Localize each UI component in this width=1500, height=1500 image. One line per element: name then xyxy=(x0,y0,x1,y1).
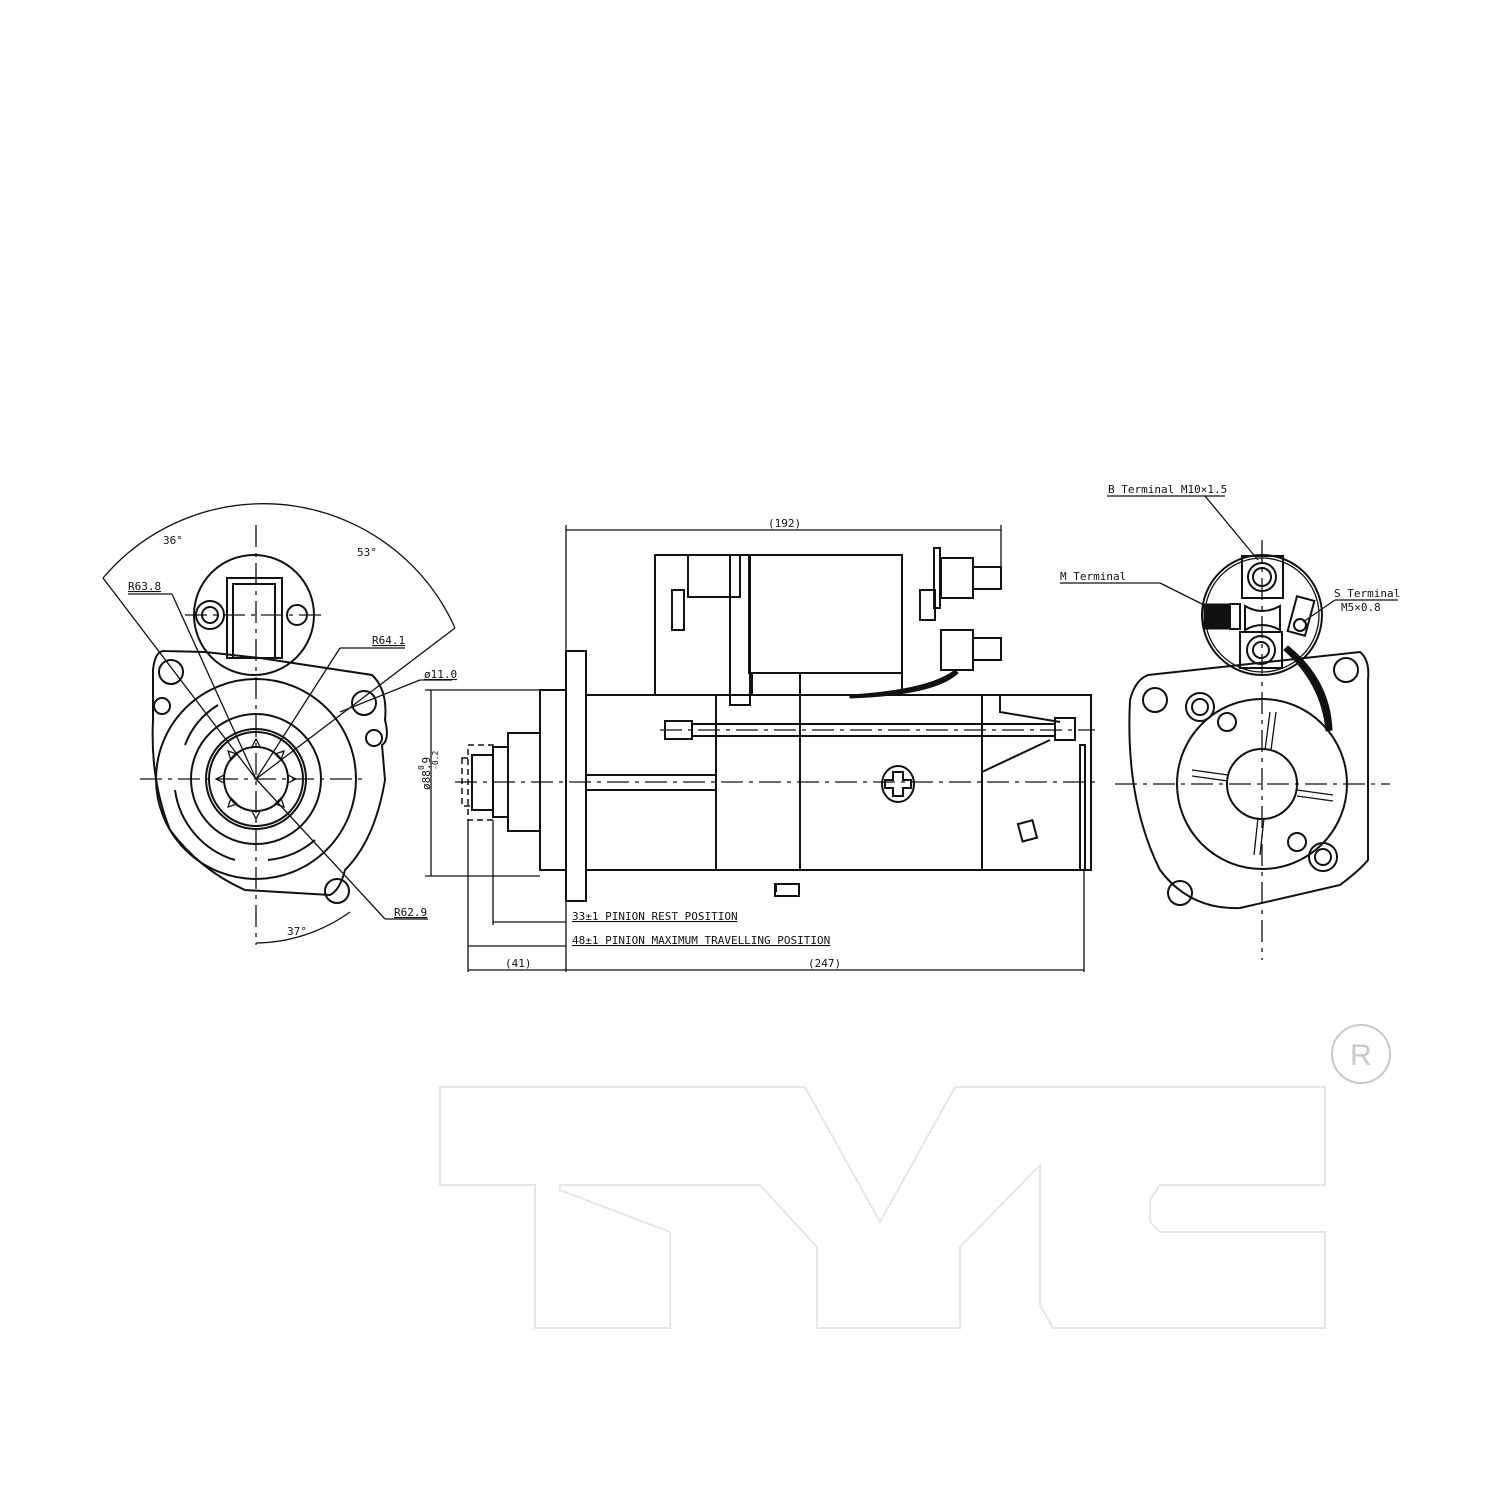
dim-41: (41) xyxy=(505,957,532,970)
pilot-tolerance-lower: -0.2 xyxy=(431,751,440,770)
m-terminal-label: M Terminal xyxy=(1060,570,1126,583)
angle-53: 53° xyxy=(357,546,377,559)
s-terminal-thread: M5×0.8 xyxy=(1341,601,1381,614)
pilot-diameter: ø88.9 xyxy=(420,757,433,790)
pilot-tolerance-upper: 0 xyxy=(417,765,426,770)
pinion-rest-position: 33±1 PINION REST POSITION xyxy=(572,910,738,923)
dim-192: (192) xyxy=(768,517,801,530)
svg-text:R: R xyxy=(1350,1039,1372,1072)
angle-37: 37° xyxy=(287,925,307,938)
s-terminal-label: S Terminal xyxy=(1334,587,1400,600)
front-view: 36° 53° R63.8 xyxy=(102,503,457,945)
registered-mark xyxy=(1331,1024,1391,1084)
hole-diameter-11: ø11.0 xyxy=(424,668,457,681)
angle-36: 36° xyxy=(163,534,183,547)
radius-r63-8: R63.8 xyxy=(128,580,161,593)
dim-247: (247) xyxy=(808,957,841,970)
pinion-max-position: 48±1 PINION MAXIMUM TRAVELLING POSITION xyxy=(572,934,830,947)
radius-r62-9: R62.9 xyxy=(394,906,427,919)
rear-view: B Terminal M10×1.5 M Terminal S Terminal… xyxy=(1060,483,1400,960)
side-view: (192) xyxy=(417,517,1095,972)
b-terminal-label: B Terminal M10×1.5 xyxy=(1108,483,1227,496)
radius-r64-1: R64.1 xyxy=(372,634,405,647)
tyc-logo: R xyxy=(439,1024,1391,1329)
